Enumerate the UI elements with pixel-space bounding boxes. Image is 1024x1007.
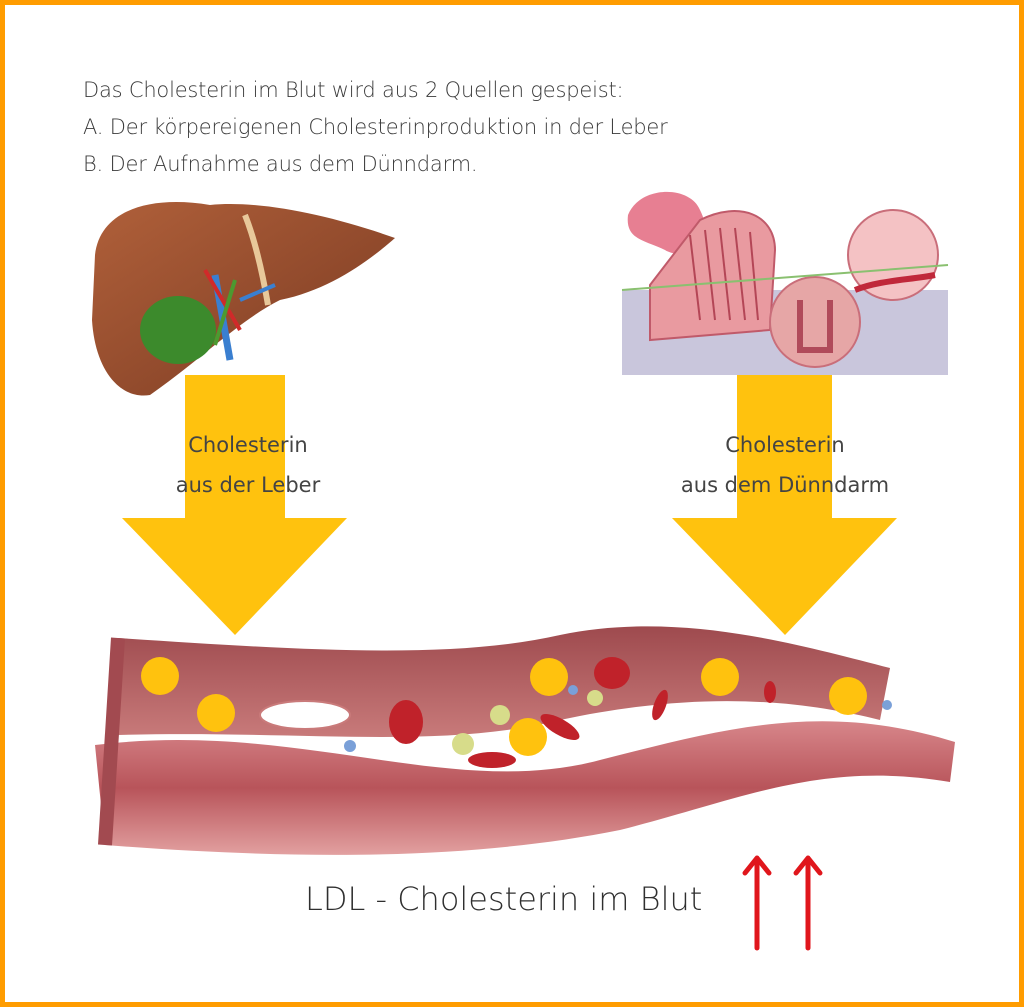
liver-label-line-2: aus der Leber [175, 473, 321, 497]
liver-source-label: Cholesterin aus der Leber [118, 425, 378, 505]
blood-vessel-illustration [95, 626, 955, 855]
intestine-label-line-2: aus dem Dünndarm [680, 473, 890, 497]
increase-arrows-icon [742, 855, 823, 951]
liver-label-line-1: Cholesterin [188, 433, 308, 457]
arrow-from-intestine [672, 375, 897, 635]
intro-line-1: Das Cholesterin im Blut wird aus 2 Quell… [83, 78, 624, 102]
intro-text: Das Cholesterin im Blut wird aus 2 Quell… [83, 72, 668, 183]
intestine-source-label: Cholesterin aus dem Dünndarm [655, 425, 915, 505]
intro-line-3: B. Der Aufnahme aus dem Dünndarm. [83, 152, 478, 176]
intro-line-2: A. Der körpereigenen Cholesterinprodukti… [83, 115, 668, 139]
ldl-cholesterol-label: LDL - Cholesterin im Blut [305, 880, 703, 918]
small-intestine-illustration [621, 191, 949, 375]
arrow-from-liver [122, 375, 347, 635]
intestine-label-line-1: Cholesterin [725, 433, 845, 457]
liver-illustration [92, 202, 395, 396]
